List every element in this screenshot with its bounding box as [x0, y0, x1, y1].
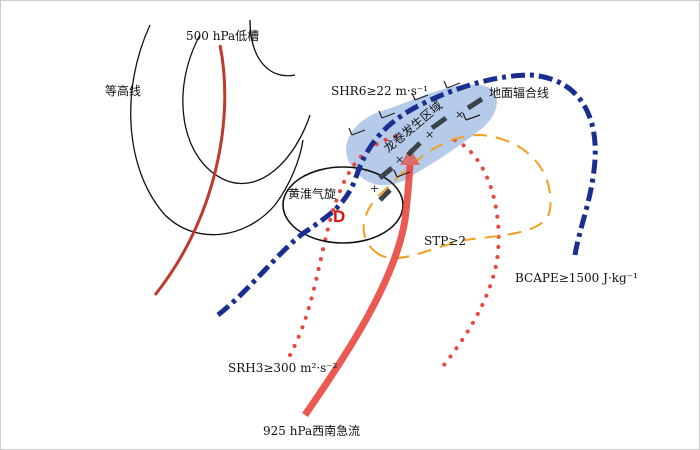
cyclone-ellipse — [282, 166, 404, 244]
wind-barb-icon — [462, 112, 481, 121]
shr6-label: SHR6≥22 m·s⁻¹ — [331, 84, 428, 98]
srh3-line-right — [438, 138, 501, 372]
stp-label: STP≥2 — [424, 234, 466, 248]
contour-inner — [249, 19, 296, 77]
surface-convergence-line — [216, 72, 598, 317]
srh3-line-left — [288, 133, 402, 357]
wind-barbs — [348, 80, 481, 178]
wind-barb-icon — [411, 92, 429, 101]
cyclone-label: 黄淮气旋 — [288, 186, 336, 201]
cross-marker: × — [455, 108, 464, 121]
stp-line — [362, 133, 552, 260]
srh3-lines — [288, 133, 501, 372]
srh3-label: SRH3≥300 m²·s⁻² — [228, 361, 338, 375]
contour-lines — [130, 19, 311, 236]
contour-middle — [182, 34, 311, 185]
cross-marker: + — [370, 182, 379, 195]
tornado-bar — [466, 96, 484, 111]
tornado-bar — [378, 188, 392, 202]
tornado-area-region — [346, 84, 497, 186]
tornado-bar — [378, 166, 394, 180]
tornado-markers — [378, 96, 484, 202]
low-center-label: D — [333, 207, 345, 226]
contour-label: 等高线 — [105, 83, 141, 98]
tornado-bar — [430, 115, 448, 131]
bcape-label: BCAPE≥1500 J·kg⁻¹ — [515, 271, 638, 285]
cross-marker: × — [425, 128, 434, 141]
wind-barb-icon — [443, 80, 461, 89]
jet-925-arrow — [302, 164, 414, 417]
trough-500-line — [153, 44, 227, 296]
contour-outer — [130, 24, 304, 236]
cross-marker: × — [395, 153, 404, 166]
tornado-bar — [406, 141, 422, 157]
surface-convergence-label: 地面辐合线 — [489, 85, 549, 100]
wind-barb-icon — [393, 169, 411, 178]
jet-925-label: 925 hPa西南急流 — [263, 423, 360, 438]
wind-barb-icon — [348, 127, 366, 136]
crosses: + × × × — [370, 108, 464, 195]
wind-barb-icon — [378, 110, 396, 119]
trough-500-label: 500 hPa低槽 — [186, 29, 259, 43]
